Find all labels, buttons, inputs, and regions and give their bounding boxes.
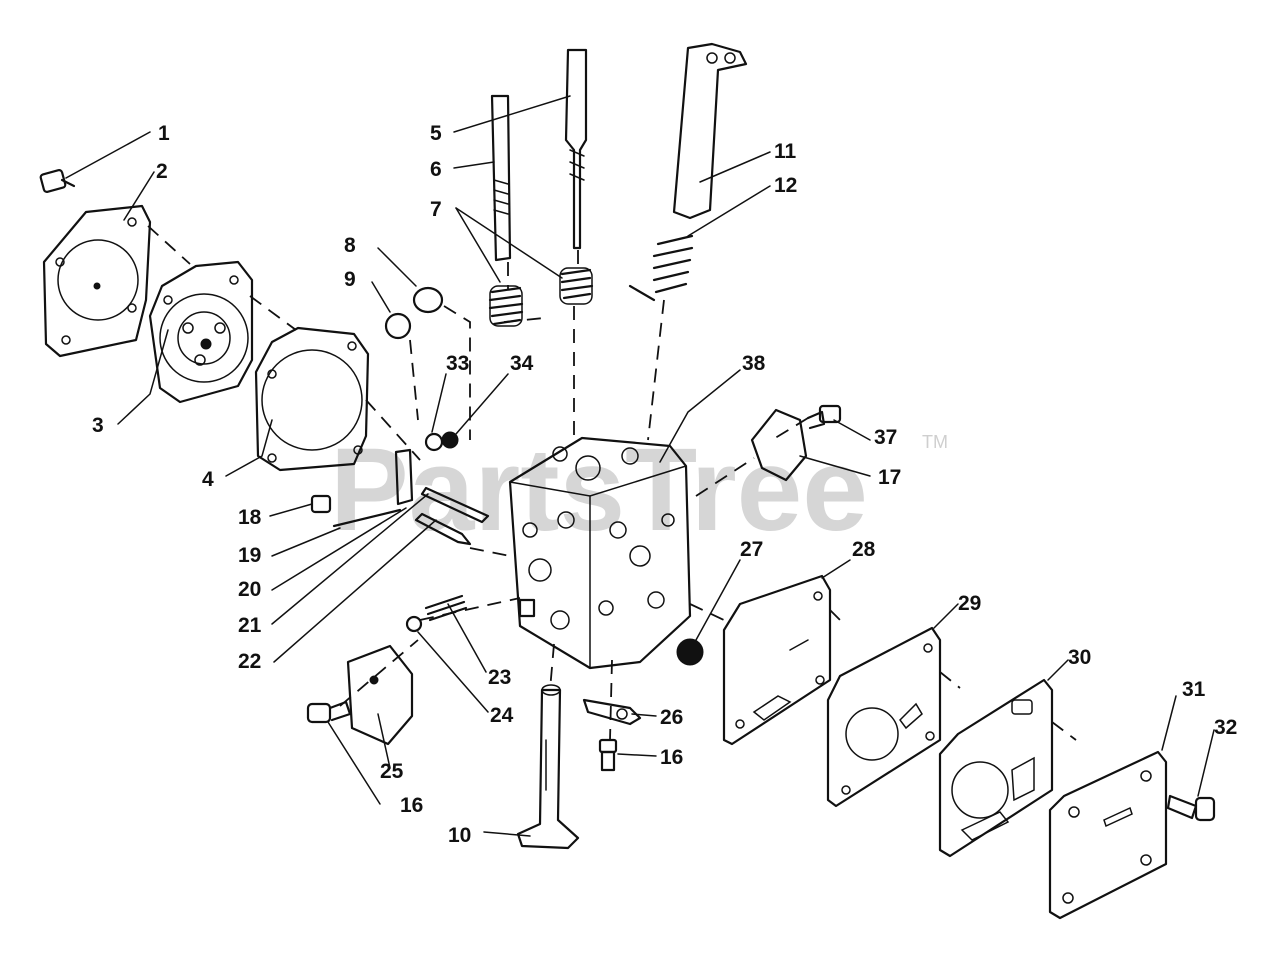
label-part-21: 21 [238,614,262,637]
label-part-26: 26 [660,706,683,729]
lever-part-26 [582,698,642,726]
label-part-1: 1 [158,122,170,145]
label-part-25: 25 [380,760,404,783]
label-part-10: 10 [448,824,471,847]
label-part-32: 32 [1214,716,1237,739]
leader-lines [65,95,1215,837]
label-part-17: 17 [878,466,901,489]
label-part-16-left: 16 [400,794,423,817]
label-part-27: 27 [740,538,763,561]
label-part-8: 8 [344,234,356,257]
label-part-11: 11 [774,140,797,163]
gasket-part-28 [722,574,832,746]
label-part-18: 18 [238,506,262,529]
diaphragm-part-17 [750,408,808,482]
screw-part-32 [1166,794,1216,822]
plate-part-29 [826,626,942,808]
label-part-4: 4 [202,468,214,491]
label-part-6: 6 [430,158,442,181]
pump-body-part-30 [938,678,1054,858]
part-number-labels: 1 2 3 4 5 6 7 8 9 10 11 12 16 16 17 18 1… [92,122,1237,847]
label-part-37: 37 [874,426,897,449]
ball-part-24 [405,615,423,633]
label-part-23: 23 [488,666,511,689]
shaft-part-10 [516,684,580,850]
carburetor-body [508,436,692,670]
screw-part-1 [39,169,76,193]
label-part-28: 28 [852,538,876,561]
shaft-part-11 [672,42,748,220]
label-part-5: 5 [430,122,442,145]
small-parts-8-9-33-34 [384,286,459,452]
label-part-33: 33 [446,352,469,375]
label-part-3: 3 [92,414,104,437]
lever-assembly [310,448,490,546]
watermark-tm: TM [922,432,948,452]
filter-part-27 [676,638,704,666]
spring-part-23 [424,594,468,622]
spring-part-7a [488,285,524,327]
cover-plate-part-31 [1048,750,1168,920]
screw-part-16-center [598,738,618,772]
label-part-19: 19 [238,544,261,567]
throttle-shaft-part-6 [490,94,512,262]
label-part-38: 38 [742,352,766,375]
screw-part-37 [806,404,842,430]
label-part-29: 29 [958,592,981,615]
spring-part-12 [628,234,694,302]
label-part-30: 30 [1068,646,1091,669]
choke-shaft-part-5 [564,48,588,250]
label-part-7: 7 [430,198,442,221]
label-part-9: 9 [344,268,356,291]
pump-cover-plate [42,204,152,358]
label-part-24: 24 [490,704,514,727]
spring-part-7b [559,267,594,305]
diaphragm-part-25 [346,644,414,746]
label-part-16-center: 16 [660,746,683,769]
screw-part-16-left [306,700,352,724]
label-part-22: 22 [238,650,261,673]
metering-gasket [254,326,370,472]
label-part-2: 2 [156,160,168,183]
label-part-34: 34 [510,352,534,375]
label-part-12: 12 [774,174,797,197]
label-part-20: 20 [238,578,261,601]
label-part-31: 31 [1182,678,1206,701]
pump-diaphragm [148,260,254,404]
assembly-lines [147,225,1077,741]
